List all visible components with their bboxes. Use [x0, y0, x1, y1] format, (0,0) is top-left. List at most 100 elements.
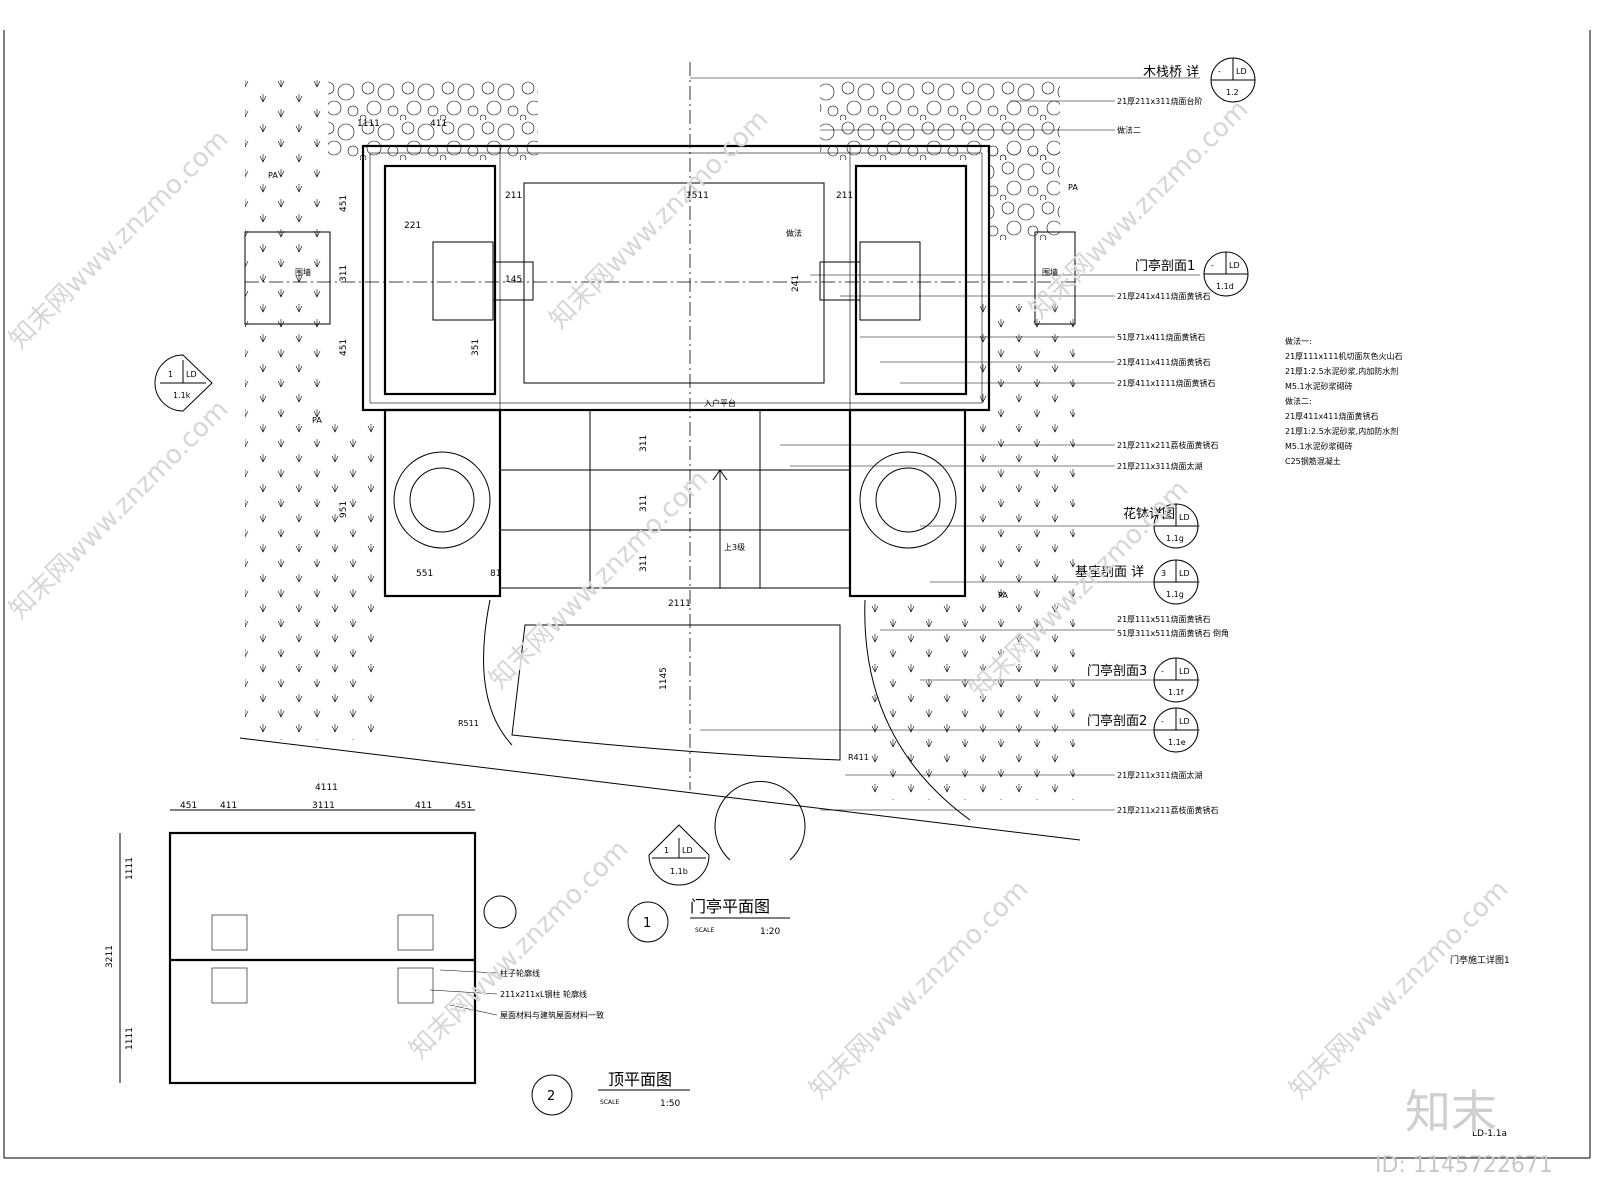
sheet-name: 门亭施工详图1: [1450, 954, 1510, 966]
svg-text:C25钢筋混凝土: C25钢筋混凝土: [1285, 456, 1341, 466]
pavilion-base-inner: [369, 152, 983, 404]
pa-label-3: PA: [1068, 183, 1078, 192]
watermark-1: 知末网www.znzmo.com: [4, 124, 235, 355]
roof-title-block: 2 顶平面图 SCALE 1:50: [531, 1070, 690, 1116]
roof-dim-mid: 3111: [312, 801, 335, 811]
note-8: 21厚211x311烧面太湖: [1117, 461, 1202, 471]
planter-left-outer: [393, 451, 491, 549]
svg-text:M5.1水泥砂浆砌砖: M5.1水泥砂浆砌砖: [1285, 441, 1353, 451]
svg-text:做法一:: 做法一:: [1285, 336, 1312, 346]
column-left: [383, 164, 497, 396]
wall-left: [244, 231, 331, 325]
note-9: 21厚111x511烧面黄锈石: [1117, 614, 1210, 624]
watermark-7: 知末网www.znzmo.com: [404, 834, 635, 1065]
lower-paving: [511, 624, 841, 761]
svg-text:2: 2: [547, 1089, 555, 1104]
svg-text:-: -: [1161, 667, 1164, 676]
svg-text:LD: LD: [1179, 513, 1190, 522]
wall-label-left: 围墙: [295, 267, 311, 277]
callout-label: 花钵详图: [1123, 506, 1175, 522]
dim-311: 311: [339, 265, 349, 282]
callout-label: 木栈桥 详: [1143, 65, 1199, 80]
roof-plan: [168, 831, 477, 1085]
svg-text:LD: LD: [1179, 667, 1190, 676]
roof-dim-451b: 451: [455, 801, 472, 811]
planter-left-inner: [409, 467, 475, 533]
roof-column-1: [211, 914, 248, 951]
step-label: 上3级: [724, 542, 745, 552]
wall-right: [1034, 231, 1076, 325]
svg-text:1.1e: 1.1e: [1168, 738, 1186, 747]
svg-text:-: -: [1218, 67, 1221, 76]
roof-dim-451a: 451: [180, 801, 197, 811]
callout-1[interactable]: 木栈桥 详 -LD1.2: [1143, 57, 1256, 103]
svg-text:1.1b: 1.1b: [670, 867, 688, 876]
callout-label: 门亭剖面3: [1087, 663, 1147, 679]
leader-lines: [690, 77, 1200, 811]
svg-text:LD: LD: [1229, 261, 1240, 270]
lawn-right-2: [870, 600, 980, 800]
roof-dim-1111a: 1111: [125, 857, 135, 880]
callout-3[interactable]: 花钵详图 - LD 1.1g: [1123, 503, 1199, 549]
svg-text:1: 1: [643, 916, 651, 931]
dim-451a: 451: [339, 195, 349, 212]
callout-2[interactable]: 门亭剖面1 - LD 1.1d: [1135, 251, 1249, 297]
callout-6[interactable]: 门亭剖面2 -LD1.1e: [1087, 707, 1199, 753]
roof-note-3: 屋面材料与建筑屋面材料一致: [500, 1010, 604, 1020]
dim-451b: 451: [339, 339, 349, 356]
svg-text:LD: LD: [1179, 569, 1190, 578]
svg-text:1.1g: 1.1g: [1166, 534, 1184, 543]
dim-411: 411: [430, 119, 447, 129]
svg-text:-: -: [1161, 513, 1164, 522]
gravel-top-right: [820, 80, 1060, 160]
svg-text:LD: LD: [1179, 717, 1190, 726]
roof-column-4: [397, 967, 434, 1004]
callout-label: 门亭剖面1: [1135, 258, 1195, 274]
roof-dim-total: 4111: [315, 783, 338, 793]
dim-211-right: 211: [836, 191, 853, 201]
dim-81: 81: [490, 569, 501, 579]
watermark-8: 知末网www.znzmo.com: [804, 874, 1035, 1105]
lawn-right: [980, 300, 1075, 800]
roof-dim-h: 3211: [105, 945, 115, 968]
planter-right-outer: [859, 451, 957, 549]
roof-leader-1: [439, 969, 498, 974]
roof-dim-1111b: 1111: [125, 1027, 135, 1050]
pa-label-2: PA: [312, 416, 322, 425]
roof-dim-411a: 411: [220, 801, 237, 811]
lawn-left: [245, 80, 325, 740]
radius-label-1: R511: [458, 719, 479, 728]
watermark-5: 知末网www.znzmo.com: [484, 464, 715, 695]
roof-note-1: 柱子轮廓线: [500, 968, 540, 978]
note-12: 21厚211x211荔枝面黄锈石: [1117, 805, 1218, 815]
wall-label-right: 围墙: [1042, 267, 1058, 277]
svg-text:21厚111x111机切面灰色火山石: 21厚111x111机切面灰色火山石: [1285, 351, 1402, 361]
step-arrow-head: [712, 469, 728, 481]
dim-311c: 311: [639, 495, 649, 512]
watermark-2: 知末网www.znzmo.com: [544, 104, 775, 335]
gravel-right: [990, 150, 1060, 240]
dim-241: 241: [791, 275, 801, 292]
note-1: 21厚211x311烧面台阶: [1117, 96, 1202, 106]
planter-right-inner: [875, 467, 941, 533]
svg-text:1.1d: 1.1d: [1216, 282, 1234, 291]
dim-311b: 311: [639, 435, 649, 452]
callout-5[interactable]: 门亭剖面3 -LD1.1f: [1087, 657, 1199, 703]
plan-title-block: 1 门亭平面图 SCALE 1:20: [627, 897, 790, 943]
column-left-connector: [492, 261, 534, 301]
svg-text:-: -: [1211, 261, 1214, 270]
radius-label-2: R411: [848, 753, 869, 762]
tree-circle: [714, 781, 806, 861]
pa-label-1: PA: [268, 171, 278, 180]
roof-column-3: [397, 914, 434, 951]
callout-label: 基座剖面 详: [1075, 565, 1144, 580]
svg-text:21厚1:2.5水泥砂浆,内加防水剂: 21厚1:2.5水泥砂浆,内加防水剂: [1285, 426, 1398, 436]
dim-311d: 311: [639, 555, 649, 572]
note-5: 21厚411x411烧面黄锈石: [1117, 357, 1210, 367]
lawn-left-2: [325, 420, 385, 740]
dim-2111: 2111: [668, 599, 691, 609]
roof-leader-3: [449, 1004, 498, 1016]
